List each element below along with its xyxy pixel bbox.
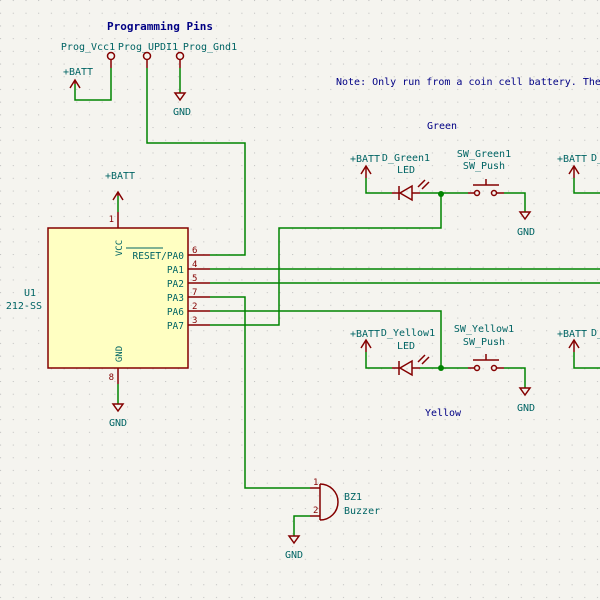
gnd-label-mcu: GND: [109, 418, 127, 429]
yellow-label: Yellow: [425, 408, 462, 419]
right-yellow-led-ref: D_: [591, 328, 600, 339]
mcu-pin-pa6: 2 PA6: [167, 302, 210, 318]
mcu-pin-pa1: 4 PA1: [167, 260, 210, 276]
mcu-pin-pa3: 7 PA3: [167, 288, 210, 304]
mcu-pin-name: RESET/PA0: [133, 251, 185, 262]
gnd-label-prog: GND: [173, 107, 191, 118]
batt-label-prog: +BATT: [63, 67, 93, 78]
wire-green-batt: [365, 178, 392, 194]
batt-symbol-yellow: +BATT: [350, 329, 380, 352]
prog-gnd-pin-circle: [175, 51, 185, 61]
green-sw-ref: SW_Green1: [457, 149, 511, 160]
wire-yellow-gnd: [504, 367, 526, 388]
programming-pins-title: Programming Pins: [107, 20, 213, 33]
yellow-switch: SW_Yellow1 SW_Push: [454, 324, 514, 372]
junction-yellow: [438, 365, 444, 371]
buzzer-value: Buzzer: [344, 506, 380, 517]
mcu-vcc-pin-num: 1: [109, 215, 114, 225]
yellow-led: D_Yellow1 LED: [381, 328, 435, 377]
wire-pa7-green: [210, 194, 442, 326]
gnd-label-buzzer: GND: [285, 550, 303, 561]
mcu-pin-reset-pa0: 6 RESET/PA0: [126, 246, 210, 262]
batt-label-right-green: +BATT: [557, 154, 587, 165]
mcu-pin-name: PA2: [167, 279, 184, 290]
mcu-pin-num: 5: [192, 274, 197, 284]
mcu-pin-name: PA3: [167, 293, 184, 304]
right-yellow-partial: +BATT D_: [557, 328, 600, 369]
wire-yellow-batt: [365, 352, 392, 369]
wire-buzzer-gnd: [293, 515, 310, 536]
batt-symbol-mcu: +BATT: [105, 171, 135, 201]
batt-label-right-yellow: +BATT: [557, 329, 587, 340]
green-led-value: LED: [397, 165, 415, 176]
prog-vcc-ref: Prog_Vcc1: [61, 42, 115, 53]
green-led-ref: D_Green1: [382, 153, 430, 164]
batt-symbol-green: +BATT: [350, 154, 380, 178]
mcu-pin-pa2: 5 PA2: [167, 274, 210, 290]
right-green-led-ref: D_: [591, 153, 600, 164]
right-green-partial: +BATT D_: [557, 153, 600, 194]
yellow-sw-value: SW_Push: [463, 337, 505, 348]
buzzer-ref: BZ1: [344, 492, 362, 503]
mcu-gnd-pin-num: 8: [109, 373, 114, 383]
mcu-pin-name: PA7: [167, 321, 184, 332]
gnd-label-green: GND: [517, 227, 535, 238]
green-switch: SW_Green1 SW_Push: [457, 149, 511, 197]
prog-updi-pin-circle: [142, 51, 152, 61]
mcu-pin-name: PA1: [167, 265, 184, 276]
wire-prog-vcc: [74, 68, 112, 101]
prog-gnd-ref: Prog_Gnd1: [183, 42, 237, 53]
mcu-pin-num: 3: [192, 316, 197, 326]
buzzer-pin2-num: 2: [313, 506, 318, 516]
buzzer-bz1: 1 2 BZ1 Buzzer: [310, 478, 380, 521]
mcu-ref: U1: [24, 288, 36, 299]
batt-symbol-prog: +BATT: [63, 67, 93, 89]
gnd-symbol-buzzer: GND: [285, 535, 303, 561]
buzzer-body: [319, 483, 339, 521]
wire-pa3-buzzer: [210, 296, 310, 489]
gnd-symbol-prog: GND: [173, 92, 191, 118]
mcu-value: 212-SS: [6, 301, 42, 312]
gnd-symbol-yellow: GND: [517, 387, 535, 414]
mcu-pin-num: 6: [192, 246, 197, 256]
mcu-pin-num: 2: [192, 302, 197, 312]
wire-green-gnd: [504, 192, 526, 212]
mcu-vcc-pin-label: VCC: [115, 240, 125, 256]
prog-updi-ref: Prog_UPDI1: [118, 42, 178, 53]
gnd-symbol-green: GND: [517, 211, 535, 238]
green-led: D_Green1 LED: [382, 153, 430, 202]
prog-connectors: Prog_Vcc1 Prog_UPDI1 Prog_Gnd1: [61, 42, 237, 68]
batt-label-mcu: +BATT: [105, 171, 135, 182]
gnd-symbol-mcu: GND: [109, 403, 127, 429]
green-label: Green: [427, 121, 457, 132]
mcu-pin-num: 4: [192, 260, 197, 270]
mcu-pin-pa7: 3 PA7: [167, 316, 210, 332]
batt-label-green: +BATT: [350, 154, 380, 165]
note-text: Note: Only run from a coin cell battery.…: [336, 77, 600, 88]
mcu-u1: U1 212-SS 1 VCC 8 GND 6 RESET/PA0 4 PA1 …: [6, 212, 210, 384]
green-sw-value: SW_Push: [463, 161, 505, 172]
buzzer-pin1-num: 1: [313, 478, 318, 488]
wire-pa6-yellow: [210, 310, 442, 368]
prog-vcc-pin-circle: [106, 51, 116, 61]
yellow-sw-ref: SW_Yellow1: [454, 324, 514, 335]
batt-label-yellow: +BATT: [350, 329, 380, 340]
mcu-pin-num: 7: [192, 288, 197, 298]
yellow-led-ref: D_Yellow1: [381, 328, 435, 339]
junction-green: [438, 191, 444, 197]
yellow-led-value: LED: [397, 341, 415, 352]
mcu-pin-name: PA6: [167, 307, 184, 318]
wire-updi: [146, 68, 246, 256]
mcu-gnd-pin-label: GND: [115, 346, 125, 362]
gnd-label-yellow: GND: [517, 403, 535, 414]
